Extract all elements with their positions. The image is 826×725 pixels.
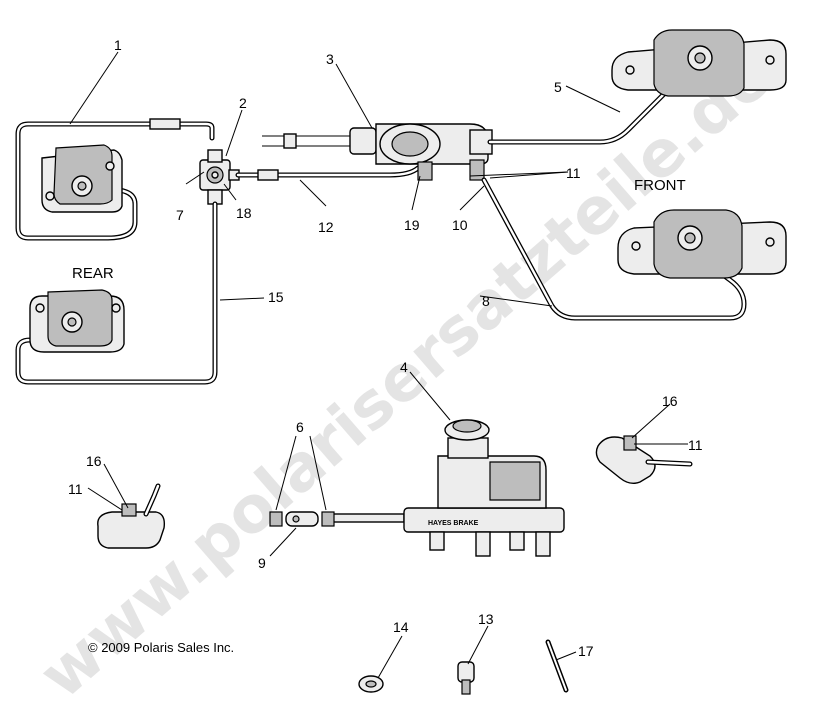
callout-2: 2 — [239, 95, 247, 111]
callout-4: 4 — [400, 359, 408, 375]
brake-line-8 — [481, 177, 747, 321]
callout-10: 10 — [452, 217, 468, 233]
jam-nut-left — [269, 511, 283, 527]
front-label: FRONT — [634, 177, 686, 194]
rear-label: REAR — [72, 265, 114, 282]
callout-11-right-switch: 11 — [688, 437, 703, 453]
callout-8: 8 — [482, 293, 490, 309]
brake-switch-right — [595, 435, 693, 485]
callout-12: 12 — [318, 219, 334, 235]
leader-lines — [69, 51, 688, 679]
brand-text: HAYES BRAKE — [428, 520, 479, 527]
front-caliper-upper — [611, 29, 787, 97]
brake-line-12 — [235, 165, 421, 181]
callout-16-left: 16 — [86, 453, 102, 469]
callout-7: 7 — [176, 207, 184, 223]
copyright-text: © 2009 Polaris Sales Inc. — [88, 640, 234, 655]
part-17-pin — [545, 639, 569, 693]
callout-19: 19 — [404, 217, 420, 233]
clevis-assembly — [269, 511, 335, 527]
brake-switch-left — [97, 483, 166, 549]
callout-6: 6 — [296, 419, 304, 435]
rear-caliper-upper — [41, 144, 123, 213]
callout-16-right: 16 — [662, 393, 678, 409]
callout-17: 17 — [578, 643, 594, 659]
distribution-block — [199, 149, 240, 205]
reservoir-neck — [447, 437, 489, 459]
brake-line-15 — [15, 201, 218, 385]
clevis — [285, 511, 319, 527]
master-cylinder-upper — [262, 123, 493, 181]
master-cylinder-main: HAYES BRAKE — [323, 419, 565, 557]
pushrod — [323, 513, 405, 523]
callout-5: 5 — [554, 79, 562, 95]
part-14-clip — [358, 675, 384, 693]
jam-nut-right — [321, 511, 335, 527]
callout-1: 1 — [114, 37, 122, 53]
line-fitting — [149, 118, 181, 130]
front-caliper-lower — [617, 209, 787, 279]
callout-18: 18 — [236, 205, 252, 221]
callout-15: 15 — [268, 289, 284, 305]
callout-3: 3 — [326, 51, 334, 67]
part-13-fitting — [457, 661, 475, 695]
brake-line-1 — [15, 118, 215, 241]
callout-11-front: 11 — [566, 165, 581, 181]
rear-caliper-lower — [29, 289, 125, 353]
callout-13: 13 — [478, 611, 494, 627]
callout-9: 9 — [258, 555, 266, 571]
callout-14: 14 — [393, 619, 409, 635]
callouts: 1 2 3 4 5 6 7 8 9 10 11 11 11 12 13 14 1… — [68, 37, 703, 659]
callout-11-left-switch: 11 — [68, 481, 83, 497]
